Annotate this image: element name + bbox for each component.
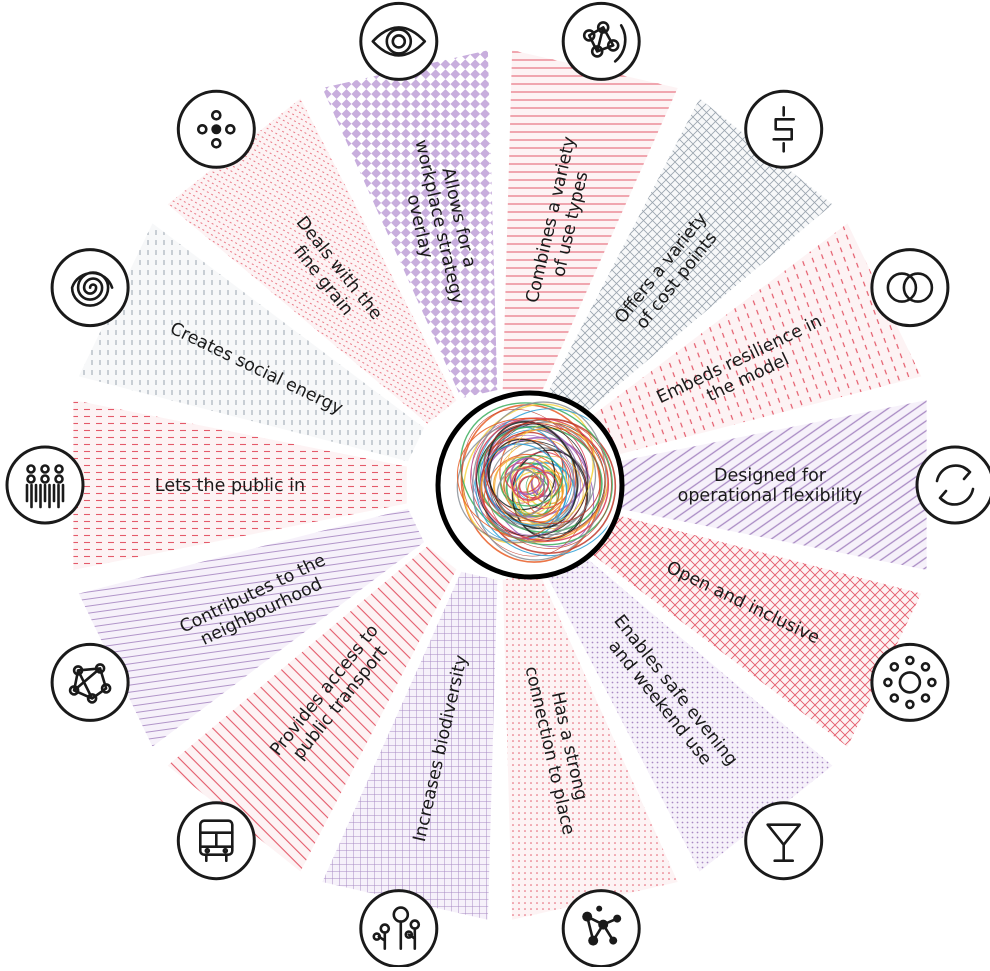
network-icon	[561, 1, 641, 81]
circle-of-dots-icon	[870, 642, 950, 722]
segment-2: Offers a varietyof cost points	[543, 98, 833, 424]
scribble-loop	[461, 408, 587, 557]
interlocking-rings-icon	[870, 248, 950, 328]
segment-wedge	[593, 400, 927, 570]
segment-wedge	[73, 400, 407, 570]
scribble-loop	[479, 434, 576, 540]
scribble-loop	[510, 466, 542, 503]
segment-wedge	[167, 546, 457, 872]
scribble-loop	[486, 421, 579, 530]
icon-circle	[870, 248, 950, 328]
segment-14: Allows for aworkplace strategyoverlay	[322, 50, 498, 399]
segment-wedge	[575, 508, 922, 747]
scribble-loop	[484, 443, 568, 526]
icon-circle	[561, 1, 641, 81]
connected-nodes-icon	[561, 889, 641, 969]
segment-wedge	[78, 223, 425, 462]
segment-wedge	[543, 546, 833, 872]
segment-label-line: operational flexibility	[678, 486, 863, 506]
icon-circle	[744, 801, 824, 881]
segment-label-line: Designed for	[714, 466, 827, 486]
icon-circle	[359, 889, 439, 969]
segment-wedge	[322, 571, 498, 920]
segment-wedge	[502, 571, 678, 920]
segment-1: Combines a varietyof use types	[502, 50, 678, 399]
segment-10: Contributes to theneighbourhood	[78, 508, 425, 747]
fine-dots-icon	[176, 89, 256, 169]
scribble-loop	[517, 455, 584, 530]
dollar-icon	[744, 89, 824, 169]
segment-wedge	[543, 98, 833, 424]
icon-circle	[359, 1, 439, 81]
segment-wedge	[78, 508, 425, 747]
crowd-icon	[5, 445, 85, 525]
segment-wedge	[322, 50, 498, 399]
plants-icon	[359, 889, 439, 969]
scribble-loop	[496, 468, 546, 518]
scribble-loop	[503, 422, 593, 525]
segment-label-line: Lets the public in	[155, 476, 305, 496]
bus-icon	[176, 801, 256, 881]
icon-circle	[50, 642, 130, 722]
scribble-loop	[483, 422, 601, 524]
segment-7: Has a strongconnection to place	[502, 571, 678, 920]
scribble-loop	[485, 418, 612, 549]
scribble-loop	[476, 423, 588, 537]
segment-wedge	[167, 98, 457, 424]
neighbourhood-network-icon	[50, 642, 130, 722]
icons-layer	[5, 1, 990, 969]
eye-icon	[359, 1, 439, 81]
segment-wedge	[502, 50, 678, 399]
icon-circle	[915, 445, 990, 525]
scribble-loop	[460, 404, 601, 563]
segment-wedge	[575, 223, 922, 462]
segment-8: Increases biodiversity	[322, 571, 498, 920]
segment-6: Enables safe eveningand weekend use	[543, 546, 833, 872]
scribble-loop	[511, 465, 550, 501]
icon-circle	[870, 642, 950, 722]
cocktail-glass-icon	[744, 801, 824, 881]
spiral-icon	[50, 248, 130, 328]
segment-label: Lets the public in	[155, 476, 305, 496]
colour-scribble	[456, 401, 618, 563]
refresh-arrows-icon	[915, 445, 990, 525]
segment-11: Lets the public in	[73, 400, 407, 570]
centre-hub	[435, 390, 625, 580]
